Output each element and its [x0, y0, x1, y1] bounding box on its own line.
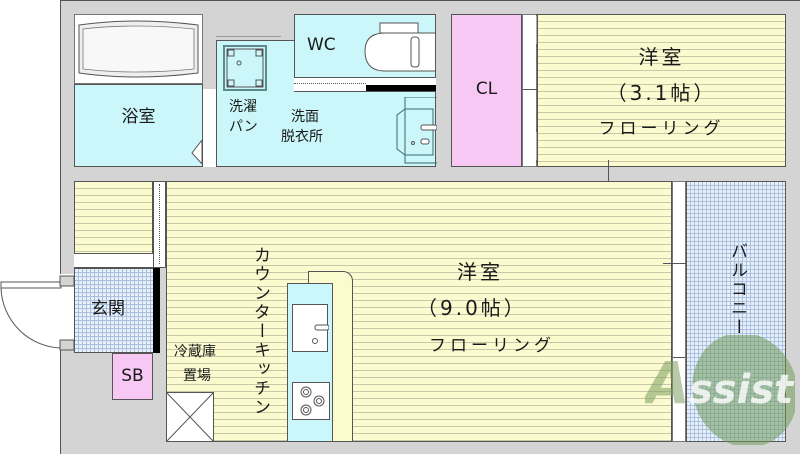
fridge-label-2: 置場 — [183, 368, 211, 384]
room-wc-label: WC — [307, 35, 336, 55]
sink-icon — [312, 324, 330, 344]
washroom-label-1: 洗面 — [291, 109, 319, 125]
entrance-door-swing-icon — [0, 275, 75, 351]
room-closet: CL — [451, 14, 522, 167]
kitchen-label: カウンターキッチン — [250, 246, 270, 417]
room-washroom: 洗濯 パン 洗面 脱衣所 — [216, 40, 438, 169]
washbasin-icon — [396, 96, 438, 164]
kitchen-unit — [287, 283, 333, 442]
bath-door-gap — [203, 89, 217, 167]
shoe-box: SB — [112, 353, 153, 400]
wall-laundry-top — [216, 36, 281, 40]
room-western-small-label-3: フローリング — [598, 119, 725, 139]
window-tick — [663, 263, 695, 264]
bathtub-icon — [78, 20, 199, 78]
room-bath: 浴室 — [74, 84, 203, 167]
laundry-pan-icon — [226, 48, 264, 88]
hall-white-gap — [74, 254, 153, 268]
closet-doors — [522, 14, 537, 167]
room-closet-label: CL — [475, 79, 498, 99]
fridge-cross-icon — [166, 392, 214, 442]
fridge-label-1: 冷蔵庫 — [174, 344, 216, 360]
hall-floor — [74, 181, 153, 254]
room-western-main-label-1: 洋室 — [457, 260, 503, 284]
room-western-main: 洋室 （9.0帖） フローリング — [166, 181, 672, 442]
balcony: バルコニー — [686, 181, 786, 442]
wc-door-rail — [294, 78, 436, 92]
laundry-label-1: 洗濯 — [229, 99, 257, 115]
toilet-icon — [364, 22, 435, 72]
room-western-main-label-2: （9.0帖） — [417, 296, 527, 320]
room-bath-label: 浴室 — [121, 107, 156, 127]
room-entrance: 玄関 — [74, 268, 154, 353]
room-entrance-label: 玄関 — [91, 299, 125, 319]
entrance-step — [153, 268, 160, 353]
balcony-label: バルコニー — [727, 242, 747, 337]
kitchen-stove — [292, 382, 330, 420]
kitchen-sink — [292, 304, 330, 352]
room-western-small: 洋室 （3.1帖） フローリング — [537, 14, 786, 167]
room-western-small-label-2: （3.1帖） — [606, 81, 717, 105]
laundry-pan — [223, 45, 267, 91]
fridge-space — [166, 392, 214, 442]
hall-sliding-door — [153, 181, 166, 268]
balcony-window — [672, 181, 686, 442]
room-western-small-label-1: 洋室 — [638, 45, 685, 69]
washbasin — [395, 96, 438, 169]
bathtub — [74, 14, 203, 84]
shoe-box-label: SB — [121, 366, 144, 386]
laundry-label-2: パン — [229, 119, 258, 135]
bath-door-icon — [190, 138, 204, 170]
room-western-main-label-3: フローリング — [429, 336, 555, 356]
washroom-label-2: 脱衣所 — [281, 129, 323, 145]
stove-burner-icon — [300, 386, 325, 416]
room-wc: WC — [294, 14, 436, 78]
divider-tick — [608, 160, 609, 190]
